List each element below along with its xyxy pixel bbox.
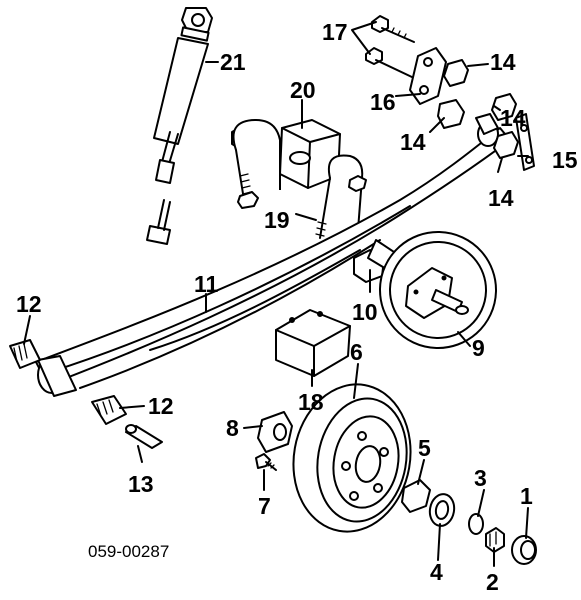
wheel-stud	[255, 453, 277, 471]
shackle-assembly	[365, 15, 535, 171]
callout-11: 11	[194, 271, 219, 297]
callout-20: 20	[290, 77, 316, 103]
callout-5: 5	[418, 435, 431, 461]
bearing-cone	[257, 411, 293, 453]
castle-nut	[485, 527, 505, 553]
callout-2: 2	[486, 569, 499, 595]
spring-seat	[275, 309, 351, 377]
callout-13: 13	[128, 471, 154, 497]
callout-12-lower: 12	[148, 393, 174, 419]
spring-sleeve	[125, 424, 163, 449]
callout-10: 10	[352, 299, 378, 325]
diagram-code: 059-00287	[88, 542, 169, 561]
callout-6: 6	[350, 339, 363, 365]
callout-14-bottom: 14	[488, 185, 514, 211]
callout-17: 17	[322, 19, 348, 45]
callout-16: 16	[370, 89, 396, 115]
u-bolts	[232, 119, 367, 239]
callout-15: 15	[552, 147, 578, 173]
grease-cap	[511, 535, 537, 565]
brake-drum	[292, 383, 412, 533]
washer	[468, 513, 484, 535]
front-bushing	[9, 339, 41, 369]
callout-3: 3	[474, 465, 487, 491]
callout-19: 19	[264, 207, 290, 233]
leader-lines	[23, 21, 529, 567]
callout-14-left: 14	[400, 129, 426, 155]
shock-absorber	[146, 7, 213, 245]
callout-12-upper: 12	[16, 291, 42, 317]
callout-4: 4	[430, 559, 443, 585]
oil-seal	[428, 493, 456, 527]
bushing-lower	[91, 395, 127, 425]
callout-labels: 21 20 17 16 14 14 14 14 15 19 11 10 9 12…	[16, 19, 578, 595]
callout-1: 1	[520, 483, 533, 509]
brake-backing-plate	[379, 231, 497, 349]
callout-8: 8	[226, 415, 239, 441]
callout-21: 21	[220, 49, 246, 75]
callout-14-right: 14	[500, 105, 526, 131]
callout-7: 7	[258, 493, 271, 519]
callout-18: 18	[298, 389, 324, 415]
callout-9: 9	[472, 335, 485, 361]
outer-bearing	[401, 479, 431, 513]
callout-14-top: 14	[490, 49, 516, 75]
